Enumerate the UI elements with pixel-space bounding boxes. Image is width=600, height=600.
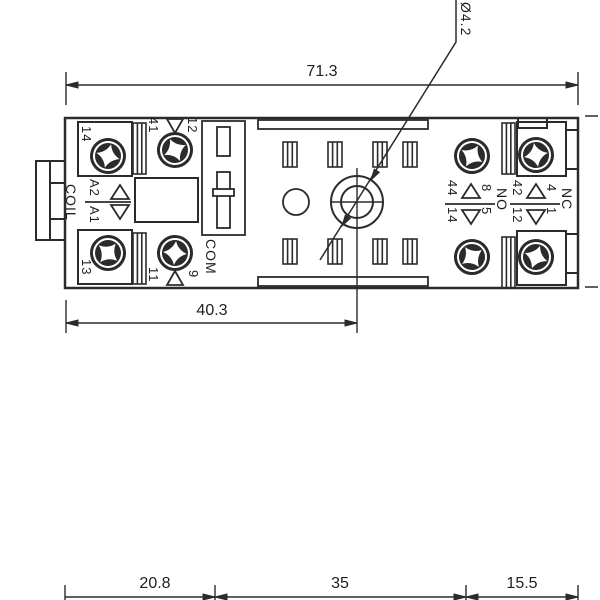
dimension-hole-offset (65, 300, 358, 333)
com-blade-panel (201, 120, 246, 236)
label-nc-42: 42 (510, 180, 525, 197)
label-com: COM (203, 239, 219, 275)
label-no-5: 5 (479, 207, 494, 216)
dim-text-40-3: 40.3 (196, 302, 228, 319)
label-terminal-41: 41 (146, 117, 161, 134)
label-a2: A2 (87, 179, 102, 197)
label-markers (85, 118, 560, 286)
label-no-14: 14 (445, 207, 460, 224)
dim-text-20-8: 20.8 (139, 575, 171, 592)
hole-diameter-leader (319, 0, 457, 261)
din-clip (35, 160, 66, 241)
label-coil: COIL (63, 184, 79, 221)
terminal-block-13 (77, 229, 133, 285)
label-nc: NC (559, 188, 575, 211)
dim-text-15-5: 15.5 (506, 575, 538, 592)
left-grilles (132, 122, 147, 285)
label-nc-12: 12 (510, 207, 525, 224)
label-terminal-11: 11 (146, 267, 161, 283)
label-nc-4: 4 (544, 184, 559, 193)
label-terminal-14: 14 (79, 126, 94, 143)
mounting-hole (330, 168, 384, 333)
label-hole-diameter: Ø4.2 (458, 2, 474, 37)
label-nc-1: 1 (544, 207, 559, 216)
label-no: NO (494, 188, 510, 211)
dimension-width-top (65, 72, 579, 105)
dim-text-71-3: 71.3 (306, 63, 338, 80)
nameplate-rect (134, 177, 199, 223)
platform-strips (257, 119, 429, 287)
label-a1: A1 (87, 206, 102, 224)
dim-text-35: 35 (331, 575, 349, 592)
right-terminal-blocks (516, 117, 579, 286)
label-no-8: 8 (479, 184, 494, 193)
terminal-block-14 (77, 121, 133, 177)
label-terminal-12: 12 (185, 117, 200, 134)
edge-dashes (585, 115, 598, 288)
dimension-bottom (64, 585, 579, 600)
blade-slots (282, 141, 418, 265)
right-grilles (501, 122, 516, 289)
pilot-hole (282, 188, 310, 216)
label-terminal-13: 13 (79, 259, 94, 276)
socket-body-outline (35, 115, 598, 333)
label-no-44: 44 (445, 180, 460, 197)
label-terminal-9: 9 (186, 270, 201, 279)
